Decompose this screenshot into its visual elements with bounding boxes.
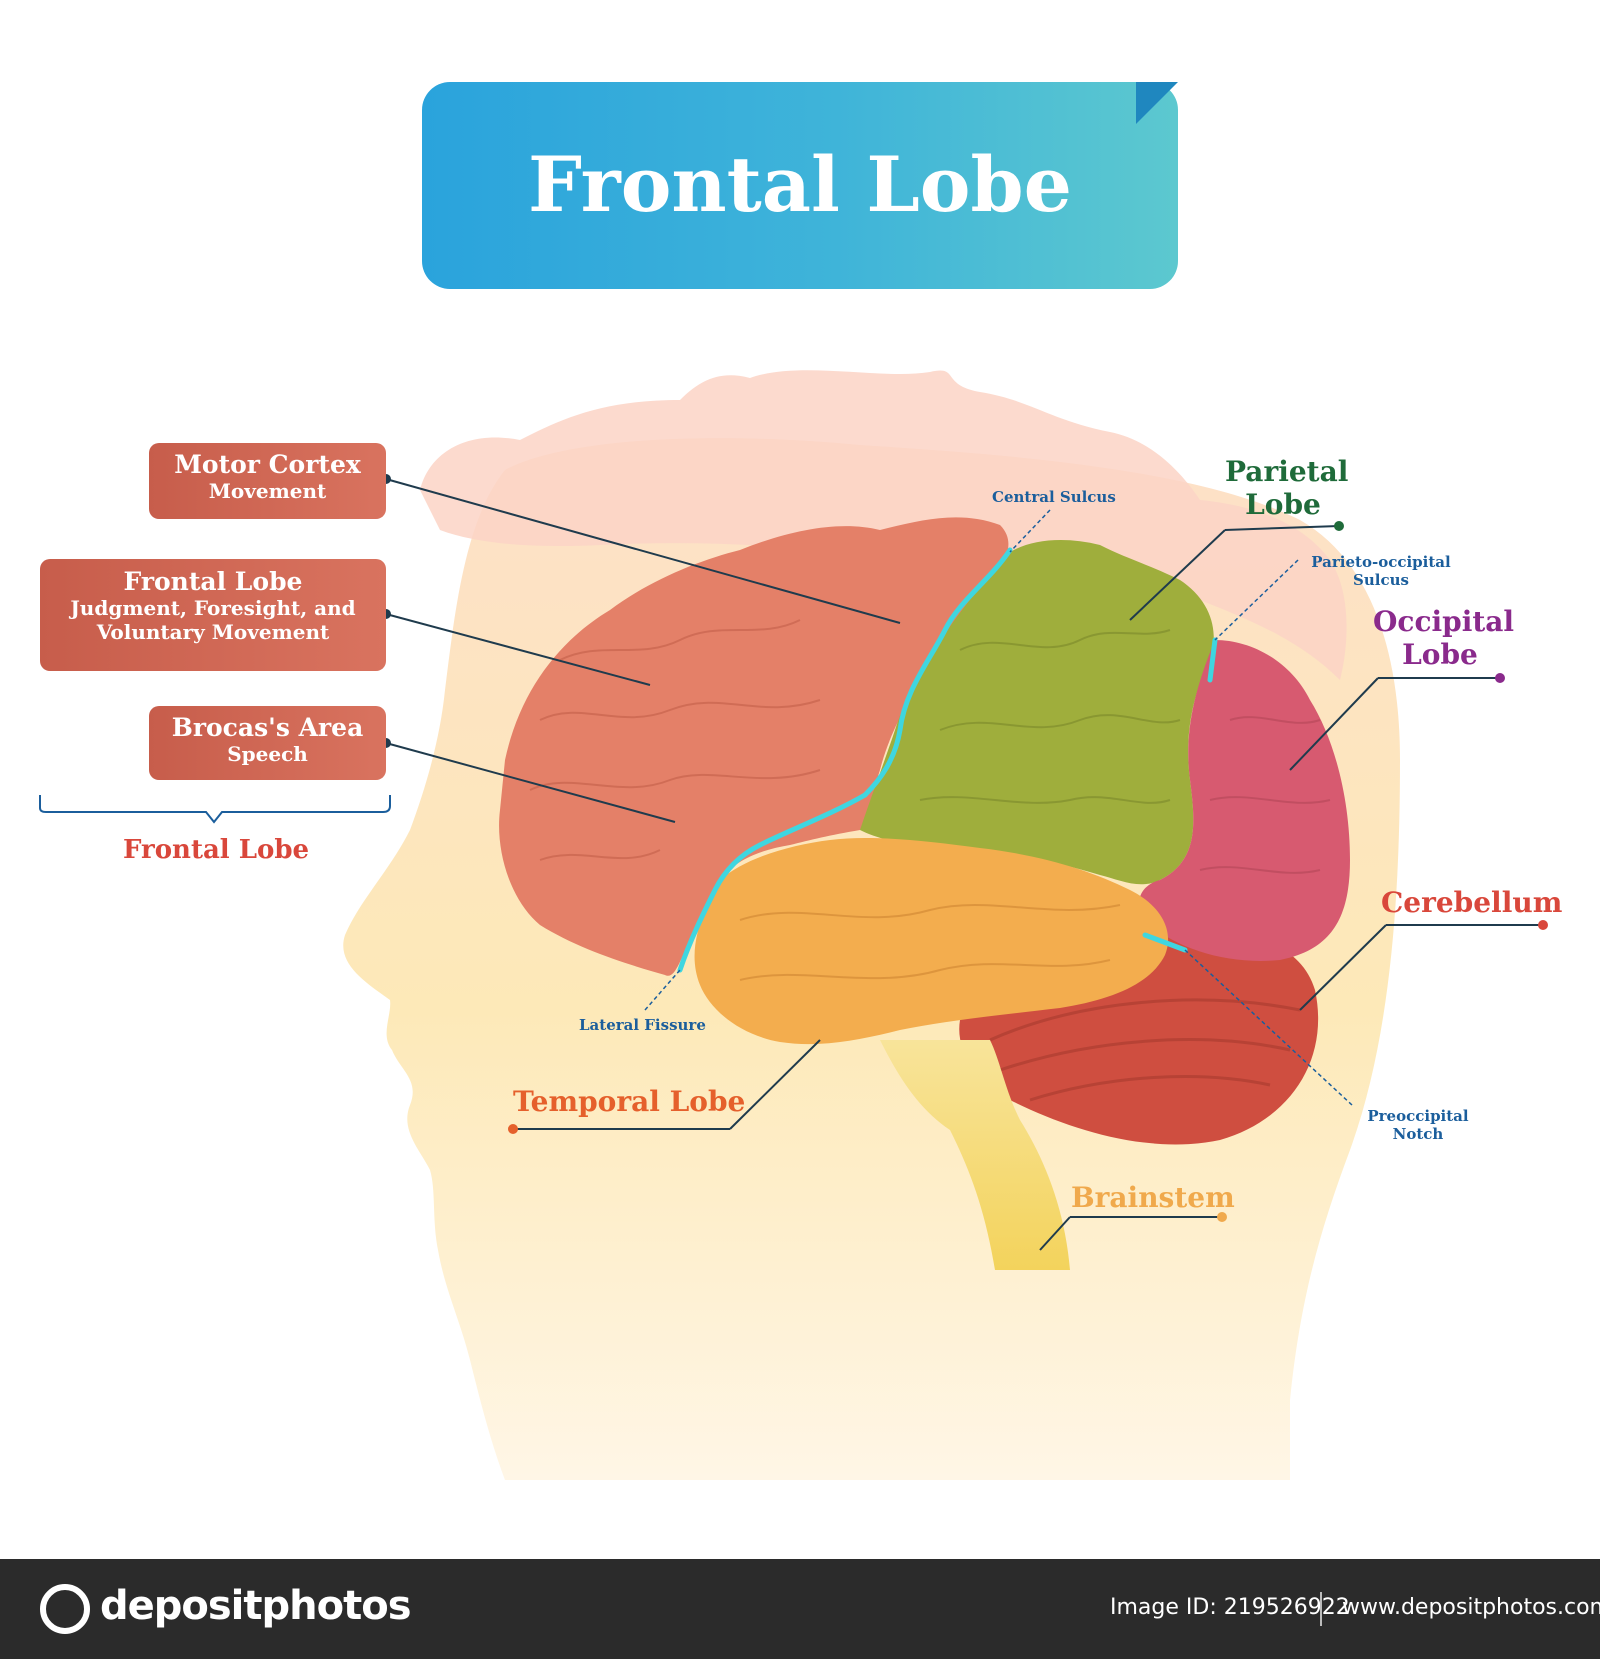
page-title: Frontal Lobe bbox=[528, 140, 1072, 229]
hair bbox=[420, 370, 1347, 680]
parietal-label-line1: Parietal bbox=[1225, 455, 1349, 488]
parietal-label-line2: Lobe bbox=[1245, 488, 1321, 521]
cerebellum-label: Cerebellum bbox=[1381, 886, 1563, 919]
occipital-label-line1: Occipital bbox=[1373, 605, 1515, 638]
central-sulcus-line bbox=[862, 547, 1013, 798]
cerebellum-folds bbox=[989, 998, 1301, 1102]
frontal-lobe-box-title: Frontal Lobe bbox=[123, 567, 303, 596]
frontal-lobe-bracket bbox=[39, 795, 391, 824]
footer-brand: depositphotos bbox=[100, 1583, 412, 1629]
motor-cortex-label-box: Motor Cortex Movement bbox=[149, 443, 386, 519]
dotted-leader-lines bbox=[644, 509, 1353, 1106]
brainstem-region bbox=[880, 1040, 1070, 1270]
footer-url: www.depositphotos.com bbox=[1342, 1595, 1600, 1620]
parietal-label: Parietal Lobe bbox=[1225, 455, 1349, 521]
brocas-area-label-box: Brocas's Area Speech bbox=[149, 706, 386, 780]
temporal-lobe-region bbox=[694, 837, 1169, 1045]
preoccipital-notch-line bbox=[1142, 932, 1188, 953]
brocas-area-subtitle: Speech bbox=[227, 742, 308, 766]
occipital-label: Occipital Lobe bbox=[1373, 605, 1515, 671]
brainstem-label: Brainstem bbox=[1071, 1181, 1235, 1214]
title-fold-corner bbox=[1136, 82, 1178, 124]
footer-bar bbox=[0, 1559, 1600, 1659]
frontal-gyri bbox=[529, 619, 821, 861]
parieto-occipital-line bbox=[1207, 637, 1218, 683]
parietal-lobe-region bbox=[860, 540, 1214, 885]
lateral-fissure-label: Lateral Fissure bbox=[579, 1016, 706, 1034]
preoccipital-line1: Preoccipital bbox=[1367, 1107, 1469, 1125]
central-sulcus-label: Central Sulcus bbox=[992, 488, 1116, 506]
frontal-lobe-subtitle-1: Judgment, Foresight, and bbox=[70, 596, 356, 620]
occipital-gyri bbox=[1199, 716, 1331, 874]
leader-lines bbox=[385, 478, 1543, 1251]
title-banner bbox=[422, 82, 1178, 289]
footer-separator bbox=[1320, 1592, 1322, 1626]
camera-logo-icon bbox=[40, 1584, 90, 1634]
temporal-lobe-label: Temporal Lobe bbox=[513, 1085, 746, 1118]
motor-cortex-title: Motor Cortex bbox=[174, 450, 361, 479]
temporal-gyri bbox=[739, 904, 1121, 981]
lateral-fissure-line bbox=[677, 792, 868, 973]
sulci bbox=[677, 547, 1218, 973]
occipital-lobe-region bbox=[1139, 640, 1350, 961]
preoccipital-notch-label: Preoccipital Notch bbox=[1360, 1107, 1476, 1143]
parieto-occipital-line1: Parieto-occipital bbox=[1311, 553, 1451, 571]
parieto-occipital-line2: Sulcus bbox=[1353, 571, 1409, 589]
frontal-lobe-subtitle-2: Voluntary Movement bbox=[96, 620, 330, 644]
motor-cortex-subtitle: Movement bbox=[208, 479, 327, 503]
bracket-label-frontal-lobe: Frontal Lobe bbox=[123, 835, 310, 865]
occipital-label-line2: Lobe bbox=[1402, 638, 1478, 671]
footer-image-id: Image ID: 219526922 bbox=[1110, 1595, 1350, 1620]
parietal-gyri bbox=[919, 629, 1181, 804]
parieto-occipital-label: Parieto-occipital Sulcus bbox=[1306, 553, 1456, 589]
preoccipital-line2: Notch bbox=[1392, 1125, 1444, 1143]
frontal-lobe-label-box: Frontal Lobe Judgment, Foresight, and Vo… bbox=[40, 559, 386, 671]
brocas-area-title: Brocas's Area bbox=[171, 713, 364, 742]
frontal-lobe-region bbox=[499, 517, 1009, 976]
